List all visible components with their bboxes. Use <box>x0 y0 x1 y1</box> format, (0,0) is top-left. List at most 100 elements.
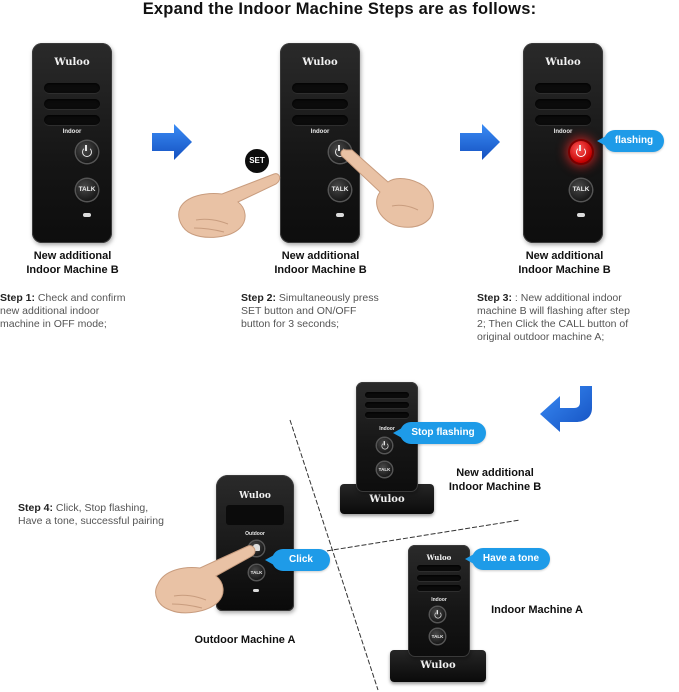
talk-button[interactable]: TALK <box>377 462 392 477</box>
pointing-hand-icon <box>340 149 434 228</box>
speaker-grille <box>417 575 461 581</box>
caption-line: New additional <box>33 250 112 262</box>
caption-line: Indoor Machine B <box>26 264 119 276</box>
status-led <box>83 213 91 217</box>
caption-line: Indoor Machine B <box>448 481 542 493</box>
brand-logo: Wuloo <box>302 57 338 68</box>
caption-new-machine-b: New additional Indoor Machine B <box>425 466 565 494</box>
step-text-line: button for 3 seconds; <box>241 318 340 330</box>
brand-logo: Wuloo <box>545 57 581 68</box>
speaker-grille <box>292 115 348 125</box>
step-text-line: Step 4: Click, Stop flashing, <box>18 502 208 515</box>
status-led <box>253 589 259 592</box>
speaker-grille <box>365 392 409 398</box>
speaker-grille <box>535 99 591 109</box>
stop-flashing-bubble: Stop flashing <box>393 422 486 444</box>
indoor-machine-b-step3: Wuloo Indoor TALK <box>523 43 603 243</box>
indoor-label: Indoor <box>431 597 447 603</box>
status-led <box>336 213 344 217</box>
indoor-label: Indoor <box>379 426 395 432</box>
step-text-line: Have a tone, successful pairing <box>18 515 164 527</box>
talk-button[interactable]: TALK <box>76 179 98 201</box>
step-text-line: original outdoor machine A; <box>477 331 605 343</box>
status-led <box>577 213 585 217</box>
step-text-line: machine B will flashing after step <box>477 305 630 317</box>
talk-button[interactable]: TALK <box>329 179 351 201</box>
step-label: Step 1: <box>0 292 36 304</box>
step-text-line: new additional indoor <box>0 305 100 317</box>
power-button-flashing[interactable] <box>570 141 592 163</box>
power-button[interactable] <box>430 607 445 622</box>
speaker-grille <box>44 99 100 109</box>
brand-logo: Wuloo <box>420 660 456 671</box>
brand-logo: Wuloo <box>239 491 271 501</box>
speaker-grille <box>44 83 100 93</box>
caption-line: New additional <box>281 250 360 262</box>
step-label: Step 3: <box>477 292 513 304</box>
talk-label: TALK <box>378 466 391 472</box>
caption-line: Indoor Machine B <box>274 264 367 276</box>
speaker-grille <box>365 412 409 418</box>
caption-line: New additional <box>456 467 534 479</box>
speaker-grille <box>535 83 591 93</box>
bell-icon <box>253 544 260 551</box>
step-text-span: Click, Stop flashing, <box>53 502 149 514</box>
step-text-line: 2; Then Click the CALL button of <box>477 318 629 330</box>
indoor-label: Indoor <box>62 129 82 135</box>
speaker-grille <box>292 99 348 109</box>
indoor-machine-b-step1: Wuloo Indoor TALK <box>32 43 112 243</box>
pointing-hand-icon <box>178 173 281 238</box>
power-icon <box>576 144 586 157</box>
pointing-hand-icon <box>155 545 256 614</box>
caption-line: New additional <box>525 250 604 262</box>
power-button[interactable] <box>76 141 98 163</box>
talk-button[interactable]: TALK <box>249 565 264 580</box>
caption-line: Indoor Machine B <box>518 264 611 276</box>
caption-indoor-a: Indoor Machine A <box>491 604 583 616</box>
click-bubble: Click <box>265 549 330 571</box>
indoor-machine-a: Wuloo Indoor TALK <box>408 545 470 657</box>
right-arrow-icon <box>152 124 192 160</box>
power-button[interactable] <box>377 438 392 453</box>
power-icon <box>82 144 92 157</box>
indoor-label: Indoor <box>310 129 330 135</box>
power-icon <box>434 609 441 618</box>
outdoor-machine-a: Wuloo Outdoor TALK <box>216 475 294 611</box>
outdoor-label: Outdoor <box>245 531 265 537</box>
right-arrow-icon <box>460 124 500 160</box>
step-text-span: Check and confirm <box>35 292 126 304</box>
page-title: Expand the Indoor Machine Steps are as f… <box>142 0 537 18</box>
speaker-grille <box>417 585 461 591</box>
speaker-grille <box>365 402 409 408</box>
speaker-grille <box>417 565 461 571</box>
step-text-line: machine in OFF mode; <box>0 318 107 330</box>
brand-logo: Wuloo <box>54 57 90 68</box>
talk-label: TALK <box>250 569 263 575</box>
talk-label: TALK <box>331 186 349 193</box>
talk-label: TALK <box>572 186 590 193</box>
step-label: Step 4: <box>18 502 54 514</box>
talk-button[interactable]: TALK <box>430 629 445 644</box>
speaker-grille <box>535 115 591 125</box>
have-tone-bubble: Have a tone <box>465 548 550 570</box>
step-text-line: Step 2: Simultaneously press <box>241 292 421 305</box>
step-text-line: Step 1: Check and confirm <box>0 292 170 305</box>
flashing-bubble: flashing <box>597 130 664 152</box>
step-1-text: Step 1: Check and confirm new additional… <box>0 292 170 331</box>
talk-label: TALK <box>431 633 444 639</box>
step-text-span: : New additional indoor <box>512 292 622 304</box>
caption-outdoor-a: Outdoor Machine A <box>194 634 296 646</box>
talk-button[interactable]: TALK <box>570 179 592 201</box>
step-2-text: Step 2: Simultaneously press SET button … <box>241 292 421 331</box>
power-icon <box>381 440 388 449</box>
step-3-text: Step 3: : New additional indoor machine … <box>477 292 677 344</box>
talk-label: TALK <box>78 186 96 193</box>
step-text-line: SET button and ON/OFF <box>241 305 357 317</box>
speaker-grille <box>292 83 348 93</box>
caption-new-machine-1: New additional Indoor Machine B <box>0 249 145 277</box>
step-text-line: Step 3: : New additional indoor <box>477 292 677 305</box>
set-button[interactable]: SET <box>245 149 269 173</box>
indoor-label: Indoor <box>553 129 573 135</box>
speaker-grille <box>44 115 100 125</box>
